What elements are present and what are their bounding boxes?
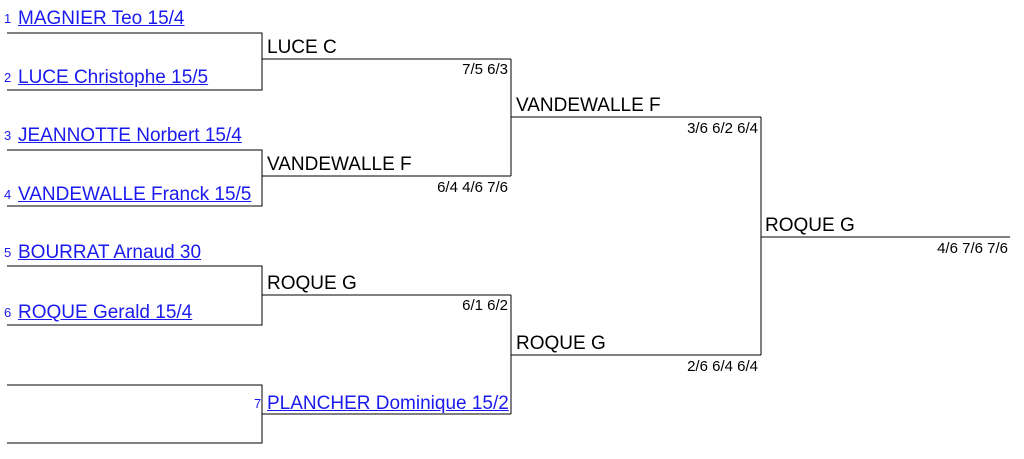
bracket-r1-b [7, 149, 263, 207]
seed-number: 2 [4, 70, 12, 85]
player-link[interactable]: BOURRAT Arnaud 30 [18, 242, 202, 263]
player-link[interactable]: LUCE Christophe 15/5 [18, 67, 209, 88]
match-score: 6/4 4/6 7/6 [437, 179, 508, 196]
match-score: 6/1 6/2 [462, 297, 508, 314]
match-winner: VANDEWALLE F [267, 154, 412, 175]
player-link[interactable]: MAGNIER Teo 15/4 [18, 8, 185, 29]
seed-number: 5 [4, 245, 12, 260]
player-link[interactable]: ROQUE Gerald 15/4 [18, 302, 193, 323]
player-link[interactable]: PLANCHER Dominique 15/2 [267, 393, 509, 414]
match-winner: ROQUE G [267, 273, 357, 294]
match-score: 7/5 6/3 [462, 61, 508, 78]
seed-number: 4 [4, 187, 12, 202]
seed-number: 6 [4, 305, 12, 320]
match-winner: VANDEWALLE F [516, 95, 661, 116]
player-link[interactable]: JEANNOTTE Norbert 15/4 [18, 125, 242, 146]
seed-number: 3 [4, 128, 12, 143]
seed-number: 1 [4, 11, 12, 26]
match-score: 3/6 6/2 6/4 [687, 120, 758, 137]
match-score: 2/6 6/4 6/4 [687, 358, 758, 375]
champion-name: ROQUE G [765, 215, 855, 236]
final-score: 4/6 7/6 7/6 [937, 240, 1008, 257]
match-winner: LUCE C [267, 37, 337, 58]
bracket-r1-d [7, 384, 263, 444]
match-winner: ROQUE G [516, 333, 606, 354]
player-link[interactable]: VANDEWALLE Franck 15/5 [18, 184, 252, 205]
seed-number: 7 [254, 396, 262, 411]
